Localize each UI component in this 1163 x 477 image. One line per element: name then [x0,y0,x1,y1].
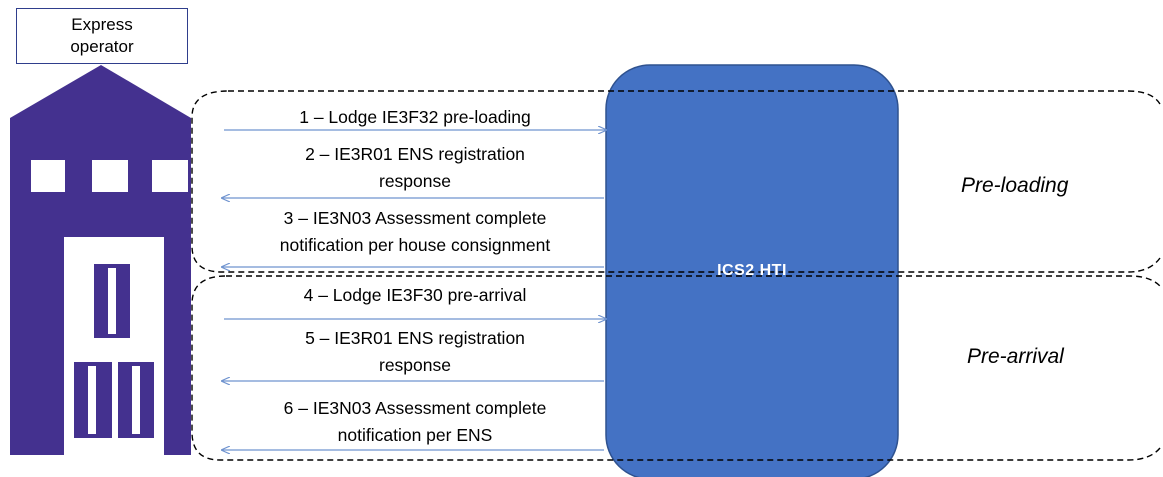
message-6-line-2: notification per ENS [337,425,493,445]
message-3-line-1: 3 – IE3N03 Assessment complete [283,208,547,228]
pre-arrival-boundary [191,275,1161,461]
pre-loading-boundary [191,90,1161,273]
message-2: 2 – IE3R01 ENS registration response [226,141,604,195]
message-4: 4 – Lodge IE3F30 pre-arrival [226,282,604,309]
phase-label-pre-arrival: Pre-arrival [967,345,1064,368]
message-5-line-1: 5 – IE3R01 ENS registration [305,328,525,348]
message-6-line-1: 6 – IE3N03 Assessment complete [283,398,547,418]
phase-label-pre-loading: Pre-loading [961,174,1069,197]
message-1-line-1: 1 – Lodge IE3F32 pre-loading [299,107,531,127]
message-3-line-2: notification per house consignment [279,235,551,255]
operator-label-line-1: Express [71,15,133,34]
express-operator-label: Express operator [16,8,188,64]
message-6: 6 – IE3N03 Assessment complete notificat… [226,395,604,449]
ics2-hti-label: ICS2 HTI [717,262,787,279]
building-window [31,160,65,192]
message-2-line-2: response [379,171,451,191]
operator-label-line-2: operator [70,37,134,56]
building-window [92,160,128,192]
operator-building-icon [10,65,191,455]
message-5-line-2: response [379,355,451,375]
message-2-line-1: 2 – IE3R01 ENS registration [305,144,525,164]
message-3: 3 – IE3N03 Assessment complete notificat… [216,205,614,259]
message-1: 1 – Lodge IE3F32 pre-loading [226,104,604,131]
message-4-line-1: 4 – Lodge IE3F30 pre-arrival [303,285,527,305]
building-window [152,160,188,192]
message-5: 5 – IE3R01 ENS registration response [226,325,604,379]
ics2-hti-system-box [605,64,899,477]
